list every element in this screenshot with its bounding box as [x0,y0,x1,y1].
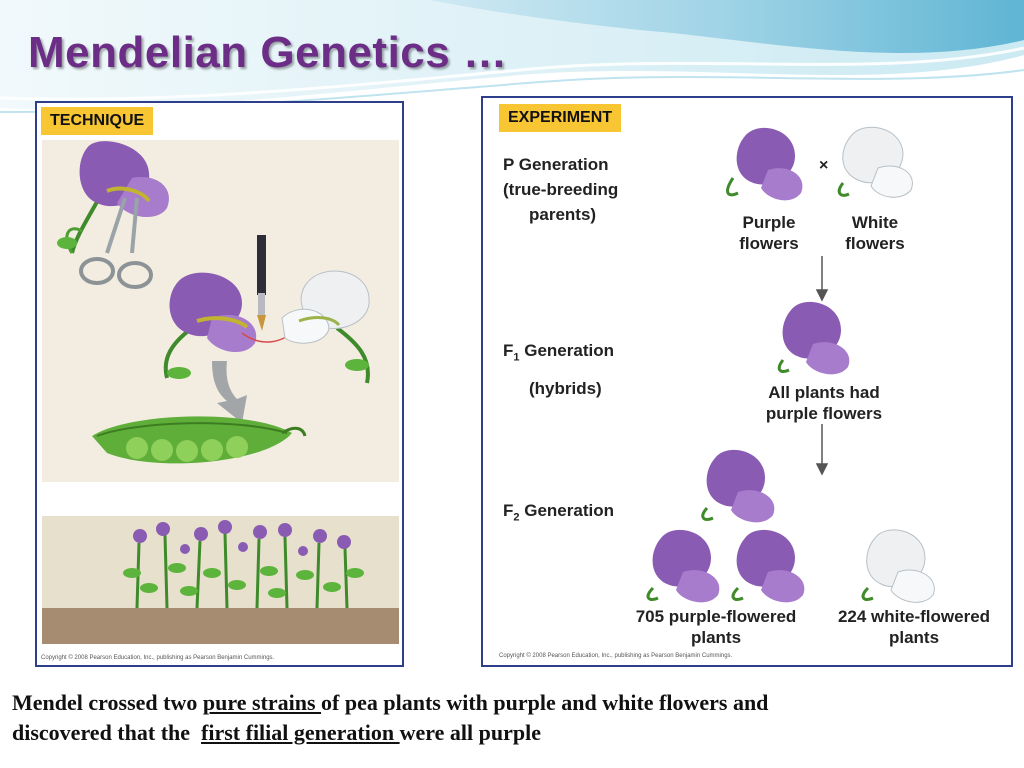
cross-symbol: × [819,157,828,174]
f1-result-label: All plants had purple flowers [765,383,883,423]
experiment-panel: EXPERIMENT P Generation (true-breeding p… [481,96,1013,667]
f2-purple-flower-2 [646,529,720,603]
header-wave-decoration [0,0,1024,113]
p-white-flower [837,126,913,198]
pure-strains-term: pure strains [202,690,322,715]
caption-line-2: discovered that the first filial generat… [12,720,541,745]
f1-generation-label: F1 Generation (hybrids) [503,341,614,399]
experiment-badge: EXPERIMENT [499,104,622,132]
slide-caption: Mendel crossed two pure strains of pea p… [12,688,1012,748]
white-flowers-label: White flowers [845,213,905,253]
f1-purple-flower [777,301,850,375]
technique-badge: TECHNIQUE [41,107,154,135]
f2-white-count-label: 224 white-flowered plants [837,607,991,647]
scissors-icon [79,197,153,289]
f2-purple-count-label: 705 purple-flowered plants [635,607,797,647]
purple-flower-2 [169,272,257,353]
slide-title: Mendelian Genetics … [28,28,508,77]
p-generation-label: P Generation (true-breeding parents) [503,155,619,224]
purple-flowers-label: Purple flowers [739,213,799,253]
arrow-down-icon [815,256,829,476]
first-filial-generation-term: first filial generation [201,720,400,745]
f2-purple-flower-1 [701,449,775,523]
f2-purple-flower-3 [731,529,805,603]
purple-flower-1 [79,141,169,218]
p-purple-flower [726,127,803,201]
f2-generation-label: F2 Generation [503,501,614,524]
paintbrush-icon [257,235,266,331]
technique-illustrations [42,141,399,644]
white-flower-1 [281,270,370,344]
experiment-copyright: Copyright © 2008 Pearson Education, Inc.… [499,653,733,659]
pea-pod-icon [92,416,307,464]
technique-copyright: Copyright © 2008 Pearson Education, Inc.… [41,655,275,661]
technique-panel: TECHNIQUE [35,101,404,667]
experiment-illustrations: × [646,126,935,603]
caption-line-1: Mendel crossed two pure strains of pea p… [12,690,769,715]
pea-plants-row [42,520,399,644]
f2-white-flower [861,529,935,603]
